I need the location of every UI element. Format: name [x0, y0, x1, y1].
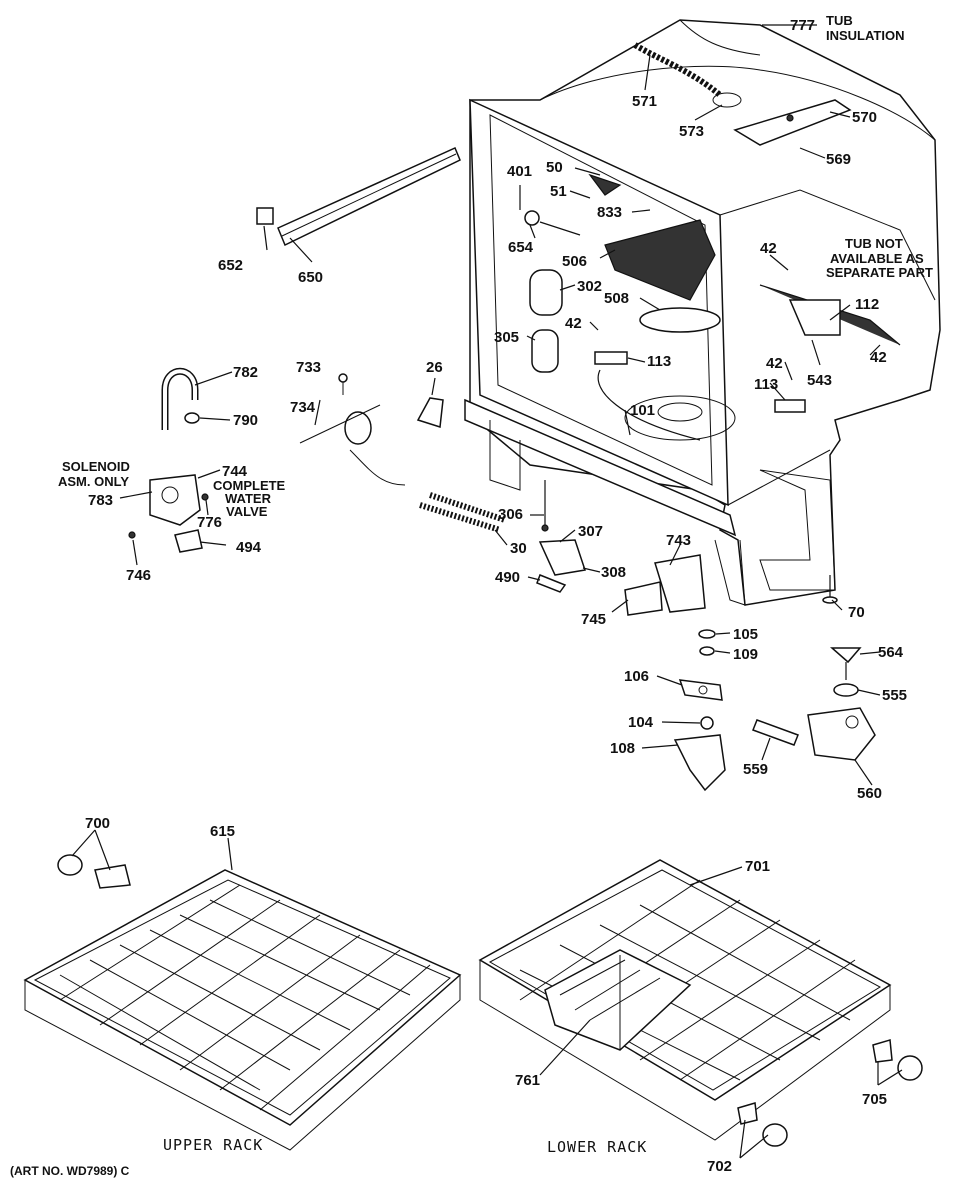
label-782: 782 [233, 364, 258, 381]
label-30: 30 [510, 540, 527, 557]
note-solenoid-line2: ASM. ONLY [58, 474, 129, 489]
label-490: 490 [495, 569, 520, 586]
label-734: 734 [290, 399, 316, 416]
label-106: 106 [624, 668, 649, 685]
label-833: 833 [597, 204, 622, 221]
label-761: 761 [515, 1072, 540, 1089]
art-number: (ART NO. WD7989) C [10, 1164, 130, 1178]
note-tub-insulation-line1: TUB [826, 13, 853, 28]
label-305: 305 [494, 329, 519, 346]
label-302: 302 [577, 278, 602, 295]
label-570: 570 [852, 109, 877, 126]
label-571: 571 [632, 93, 657, 110]
leader-lines [71, 24, 903, 1159]
note-valve-line2: WATER [225, 491, 272, 506]
label-559: 559 [743, 761, 768, 778]
note-valve-line3: VALVE [226, 504, 268, 519]
label-560: 560 [857, 785, 882, 802]
label-494: 494 [236, 539, 262, 556]
label-615: 615 [210, 823, 235, 840]
label-733: 733 [296, 359, 321, 376]
label-42-c: 42 [870, 349, 887, 366]
dishwasher-tub-icon [464, 19, 941, 606]
label-113-a: 113 [647, 353, 671, 370]
label-569: 569 [826, 151, 851, 168]
label-555: 555 [882, 687, 907, 704]
label-104: 104 [628, 714, 654, 731]
upper-rack-icon [23, 854, 462, 1151]
label-401: 401 [507, 163, 532, 180]
label-508: 508 [604, 290, 629, 307]
label-307: 307 [578, 523, 603, 540]
caption-lower-rack: LOWER RACK [547, 1138, 647, 1156]
caption-upper-rack: UPPER RACK [163, 1136, 263, 1154]
note-valve-line1: COMPLETE [213, 478, 286, 493]
label-744: 744 [222, 463, 248, 480]
label-506: 506 [562, 253, 587, 270]
label-743: 743 [666, 532, 691, 549]
label-702: 702 [707, 1158, 732, 1175]
label-700: 700 [85, 815, 110, 832]
label-108: 108 [610, 740, 635, 757]
note-tub-not-line2: AVAILABLE AS [830, 251, 924, 266]
label-42-d: 42 [766, 355, 783, 372]
label-306: 306 [498, 506, 523, 523]
label-51: 51 [550, 183, 567, 200]
note-tub-not-line1: TUB NOT [845, 236, 903, 251]
label-101: 101 [630, 402, 655, 419]
note-solenoid-line1: SOLENOID [62, 459, 130, 474]
label-650: 650 [298, 269, 323, 286]
label-50: 50 [546, 159, 563, 176]
label-745: 745 [581, 611, 606, 628]
label-705: 705 [862, 1091, 887, 1108]
label-42-a: 42 [565, 315, 582, 332]
note-tub-insulation-line2: INSULATION [826, 28, 904, 43]
label-573: 573 [679, 123, 704, 140]
lower-rack-icon [478, 859, 923, 1147]
label-652: 652 [218, 257, 243, 274]
label-70: 70 [848, 604, 865, 621]
label-777: 777 [790, 17, 815, 34]
label-543: 543 [807, 372, 832, 389]
label-790: 790 [233, 412, 258, 429]
label-746: 746 [126, 567, 151, 584]
label-308: 308 [601, 564, 626, 581]
label-109: 109 [733, 646, 758, 663]
label-701: 701 [745, 858, 770, 875]
label-654: 654 [508, 239, 534, 256]
label-105: 105 [733, 626, 758, 643]
note-tub-not-line3: SEPARATE PART [826, 265, 933, 280]
label-783: 783 [88, 492, 113, 509]
label-112: 112 [855, 296, 879, 313]
label-26: 26 [426, 359, 443, 376]
label-42-b: 42 [760, 240, 777, 257]
label-776: 776 [197, 514, 222, 531]
label-564: 564 [878, 644, 904, 661]
label-113-b: 113 [754, 376, 778, 393]
